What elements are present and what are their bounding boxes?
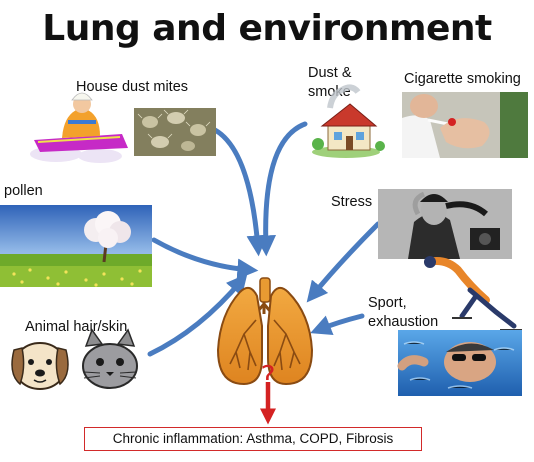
outcome-box: Chronic inflammation: Asthma, COPD, Fibr… xyxy=(84,427,422,451)
stress-photo xyxy=(378,189,512,259)
arrow-pollen xyxy=(151,237,259,280)
label-dust-smoke: Dust & smoke xyxy=(308,65,352,100)
arrow-dust-smoke xyxy=(255,121,308,257)
flying-carpet-picture xyxy=(30,92,128,163)
label-stress: Stress xyxy=(331,194,373,210)
label-cigarette-smoking: Cigarette smoking xyxy=(404,71,521,87)
swimmer-photo xyxy=(397,330,522,396)
dog-face-picture xyxy=(11,342,69,390)
lung-question-mark: ? xyxy=(261,359,276,392)
label-animal-hair-skin: Animal hair/skin xyxy=(25,319,128,335)
arrow-animal xyxy=(147,273,248,357)
dust-mites-photo xyxy=(134,108,216,156)
pollen-tree-photo xyxy=(0,205,152,287)
cat-face-picture xyxy=(82,328,138,389)
label-house-dust-mites: House dust mites xyxy=(76,79,189,95)
skater-picture xyxy=(424,256,522,331)
lungs-icon xyxy=(216,277,314,386)
cigarette-photo xyxy=(402,92,528,158)
house-picture xyxy=(312,84,385,158)
arrow-dust-mites xyxy=(212,127,268,257)
label-sport-exhaustion: Sport, exhaustion xyxy=(368,295,439,330)
arrow-stress xyxy=(306,221,381,303)
page-title: Lung and environment xyxy=(42,8,492,49)
arrow-sport xyxy=(310,313,365,336)
label-pollen: pollen xyxy=(4,183,43,199)
